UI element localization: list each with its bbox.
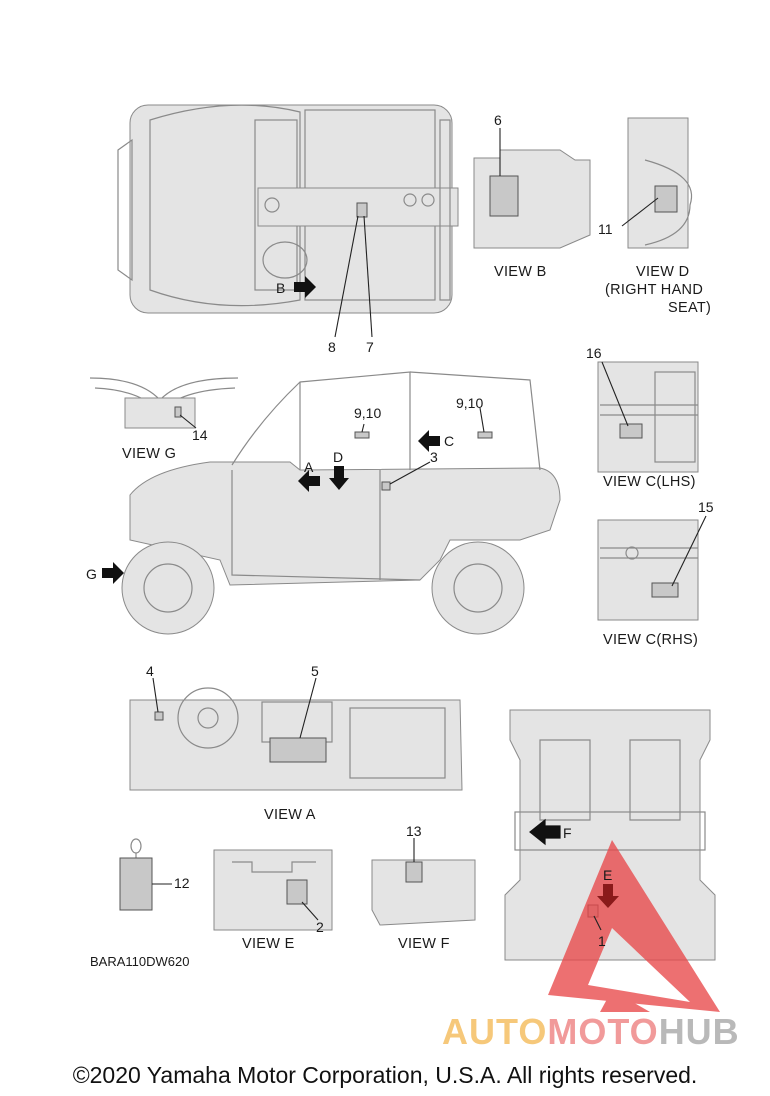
pointer-g-arrow bbox=[102, 562, 124, 584]
decal-4-marker bbox=[154, 711, 164, 721]
callout-8: 8 bbox=[328, 339, 336, 355]
decal-14-marker bbox=[174, 406, 182, 418]
pointer-f: F bbox=[563, 825, 572, 841]
hang-tag-drawing bbox=[119, 838, 153, 911]
pointer-a: A bbox=[304, 459, 314, 475]
view-d-drawing bbox=[627, 117, 693, 249]
pointer-e-arrow bbox=[597, 884, 619, 908]
view-e-caption: VIEW E bbox=[242, 936, 295, 952]
decal-16-marker bbox=[619, 423, 643, 439]
side-view-vehicle bbox=[121, 371, 561, 635]
watermark-logo bbox=[548, 840, 720, 1012]
watermark-text-auto: AUTO bbox=[442, 1011, 548, 1052]
view-g-caption: VIEW G bbox=[122, 446, 176, 462]
pointer-g: G bbox=[86, 566, 97, 582]
top-view-vehicle bbox=[117, 104, 459, 314]
decal-9-10-front-marker bbox=[354, 431, 370, 439]
callout-9-10-rear: 9,10 bbox=[456, 395, 483, 411]
watermark-text: AUTOMOTOHUB bbox=[442, 1014, 740, 1050]
view-e-drawing bbox=[213, 849, 333, 931]
callout-9-10-front: 9,10 bbox=[354, 405, 381, 421]
pointer-c: C bbox=[444, 433, 454, 449]
view-d-caption-line3: SEAT) bbox=[668, 300, 711, 316]
decal-5-marker bbox=[269, 737, 327, 763]
view-c-lhs-drawing bbox=[597, 361, 699, 473]
callout-15: 15 bbox=[698, 499, 714, 515]
view-a-caption: VIEW A bbox=[264, 807, 316, 823]
callout-2: 2 bbox=[316, 919, 324, 935]
decal-7-marker bbox=[356, 202, 368, 218]
callout-16: 16 bbox=[586, 345, 602, 361]
pointer-c-arrow bbox=[418, 430, 440, 452]
callout-13: 13 bbox=[406, 823, 422, 839]
callout-14: 14 bbox=[192, 427, 208, 443]
view-d-caption-line2: (RIGHT HAND bbox=[605, 282, 703, 298]
pointer-b: B bbox=[276, 280, 285, 296]
pointer-a-arrow bbox=[298, 470, 320, 492]
callout-7: 7 bbox=[366, 339, 374, 355]
view-g-drawing bbox=[89, 377, 239, 429]
view-c-rhs-drawing bbox=[597, 519, 699, 621]
pointer-b-arrow bbox=[294, 276, 316, 298]
decal-2-marker bbox=[286, 879, 308, 905]
view-f-drawing bbox=[371, 859, 476, 926]
callout-6: 6 bbox=[494, 112, 502, 128]
view-b-drawing bbox=[473, 149, 591, 249]
decal-9-10-rear-marker bbox=[477, 431, 493, 439]
callout-12: 12 bbox=[174, 875, 190, 891]
decal-3-marker bbox=[381, 481, 391, 491]
callout-1: 1 bbox=[598, 933, 606, 949]
callout-3: 3 bbox=[430, 449, 438, 465]
view-d-caption-line1: VIEW D bbox=[636, 264, 689, 280]
decal-13-marker bbox=[405, 861, 423, 883]
view-b-caption: VIEW B bbox=[494, 264, 547, 280]
drawing-code: BARA110DW620 bbox=[90, 954, 189, 969]
decal-12-marker bbox=[119, 857, 153, 911]
copyright-notice: ©2020 Yamaha Motor Corporation, U.S.A. A… bbox=[72, 1062, 698, 1088]
view-c-lhs-caption: VIEW C(LHS) bbox=[603, 474, 696, 490]
pointer-d: D bbox=[333, 449, 343, 465]
callout-5: 5 bbox=[311, 663, 319, 679]
view-a-drawing bbox=[129, 687, 463, 791]
pointer-e: E bbox=[603, 867, 612, 883]
watermark-text-hub: HUB bbox=[658, 1011, 740, 1052]
view-f-caption: VIEW F bbox=[398, 936, 450, 952]
callout-11: 11 bbox=[598, 221, 613, 237]
view-c-rhs-caption: VIEW C(RHS) bbox=[603, 632, 698, 648]
watermark-text-moto: MOTO bbox=[547, 1011, 659, 1052]
decal-11-marker bbox=[654, 185, 678, 213]
callout-4: 4 bbox=[146, 663, 154, 679]
pointer-d-arrow bbox=[329, 466, 349, 490]
pointer-f-arrow bbox=[529, 818, 561, 846]
decal-6-marker bbox=[489, 175, 519, 217]
decal-15-marker bbox=[651, 582, 679, 598]
